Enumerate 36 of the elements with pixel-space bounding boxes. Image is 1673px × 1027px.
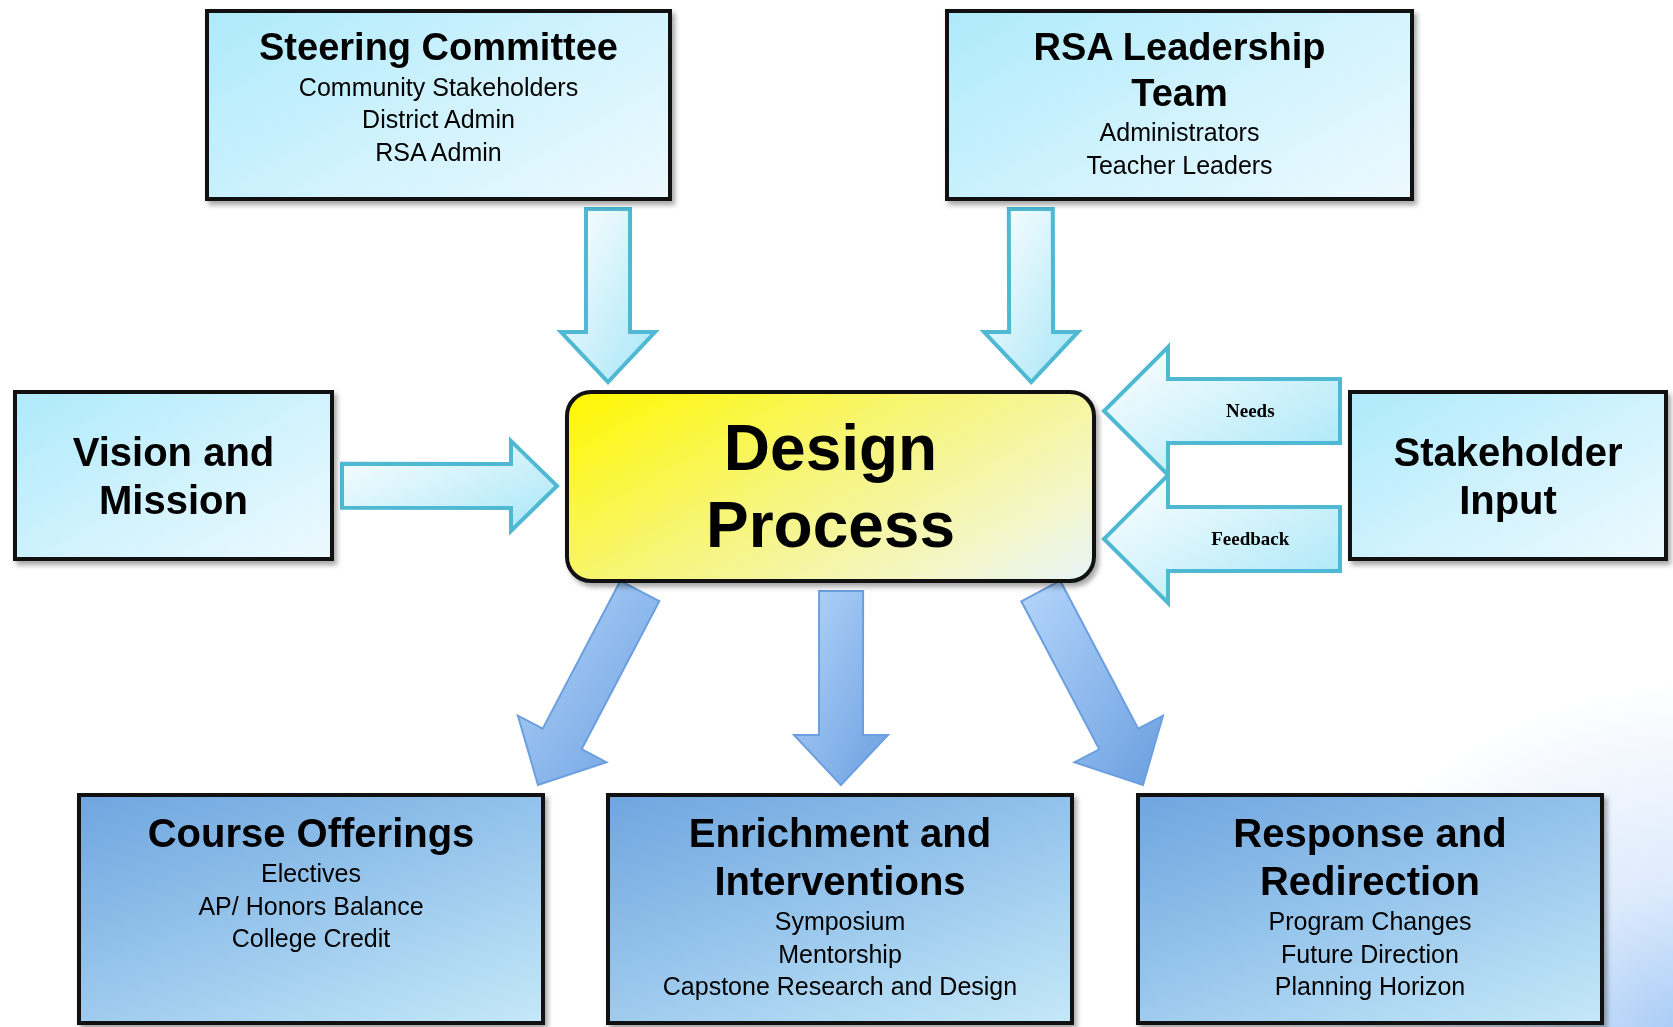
box-text: RSA Admin <box>375 136 502 168</box>
box-text: District Admin <box>362 104 515 136</box>
box-text: Future Direction <box>1281 938 1459 970</box>
box-text: Capstone Research and Design <box>662 971 1018 1002</box>
process-box <box>1136 793 1604 1025</box>
process-box <box>565 390 1096 583</box>
box-heading: Steering Committee <box>259 25 618 70</box>
process-box <box>945 9 1414 201</box>
box-heading: Response and Redirection <box>1232 810 1508 905</box>
box-heading: Vision and Mission <box>71 428 276 524</box>
block-arrow <box>979 207 1083 385</box>
box-text: Electives <box>260 858 361 889</box>
box-text: Symposium <box>774 906 906 937</box>
block-arrow <box>791 590 891 787</box>
box-text: Planning Horizon <box>1274 971 1466 1002</box>
process-box <box>1348 390 1668 561</box>
box-text: Mentorship <box>778 938 902 970</box>
block-arrow <box>556 207 660 385</box>
box-heading: Course Offerings <box>147 810 475 857</box>
process-box <box>13 390 334 561</box>
box-heading: Stakeholder Input <box>1392 428 1624 524</box>
process-box <box>606 793 1074 1025</box>
process-box <box>77 793 545 1025</box>
box-text: College Credit <box>231 923 391 954</box>
box-heading: Design Process <box>704 410 957 563</box>
edge-label: Feedback <box>1211 527 1290 550</box>
box-text: Program Changes <box>1268 906 1472 937</box>
box-text: Community Stakeholders <box>298 71 579 103</box>
process-box <box>205 9 672 201</box>
box-text: Administrators <box>1099 117 1260 149</box>
edge-label: Needs <box>1226 400 1275 423</box>
block-arrow <box>340 436 560 536</box>
box-heading: RSA Leadership Team <box>1032 25 1327 116</box>
box-text: Teacher Leaders <box>1086 149 1273 181</box>
box-text: AP/ Honors Balance <box>198 890 424 922</box>
box-heading: Enrichment and Interventions <box>687 810 993 905</box>
